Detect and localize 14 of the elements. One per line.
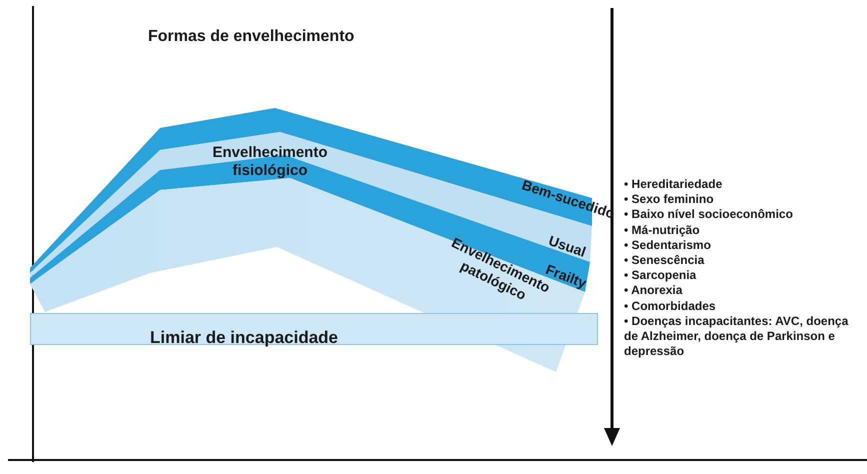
threshold-label: Limiar de incapacidade <box>150 329 338 346</box>
risk-factor-item: • Sedentarismo <box>624 238 712 253</box>
risk-factor-item: • Senescência <box>624 253 706 268</box>
risk-factor-item: • Baixo nível socioeconômico <box>624 207 794 222</box>
band-label: Usual <box>546 232 588 260</box>
risk-factor-item: • Sexo feminino <box>624 192 715 208</box>
diagram-title: Formas de envelhecimento <box>148 28 354 46</box>
risk-factor-item: • Doenças incapacitantes: AVC, doença de Alzheimer, doença de Parkinson e depressão <box>624 314 850 359</box>
risk-factor-item: • Sarcopenia <box>624 268 698 284</box>
risk-factor-item: • Má-nutrição <box>624 222 701 238</box>
zone-label: Envelhecimento fisiológico <box>211 144 329 180</box>
risk-factor-item: • Comorbidades <box>624 298 717 314</box>
risk-factor-item: • Hereditariedade <box>624 177 724 192</box>
risk-factor-item: • Anorexia <box>624 283 684 298</box>
